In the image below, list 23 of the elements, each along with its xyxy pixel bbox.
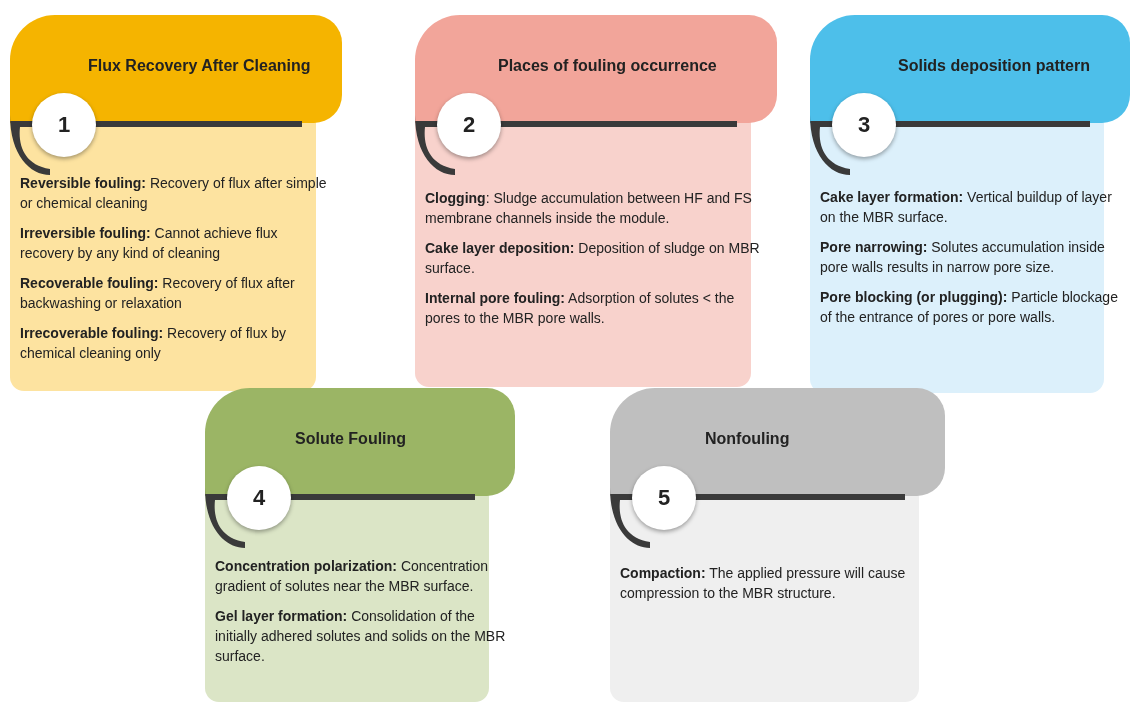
description-text: Compaction: The applied pressure will cause compression to the MBR structure. xyxy=(620,564,907,603)
description-text: Cake layer formation: Vertical buildup of layer on the MBR surface. xyxy=(820,188,1113,227)
card-title: Flux Recovery After Cleaning xyxy=(88,57,311,75)
info-card xyxy=(610,388,945,702)
info-card xyxy=(415,15,777,387)
description-text: Concentration polarization: Concentration gradient of solutes near the MBR surface. xyxy=(215,557,490,596)
description-text: Irreversible fouling: Cannot achieve flux recovery by any kind of cleaning xyxy=(20,224,279,263)
description-text: Reversible fouling: Recovery of flux after simple or chemical cleaning xyxy=(20,174,328,213)
description-text: Pore narrowing: Solutes accumulation inside pore walls results in narrow pore size. xyxy=(820,238,1106,277)
description-text: Recoverable fouling: Recovery of flux after backwashing or relaxation xyxy=(20,274,296,313)
description-text: Clogging: Sludge accumulation between HF and FS membrane channels inside the module. xyxy=(425,189,753,228)
info-card xyxy=(205,388,515,702)
description-text: Gel layer formation: Consolidation of the initially adhered solutes and solids on the MBR surface. xyxy=(215,607,507,666)
info-card xyxy=(810,15,1130,393)
card-title: Nonfouling xyxy=(705,430,790,448)
card-title: Solids deposition pattern xyxy=(898,57,1090,75)
description-text: Internal pore fouling: Adsorption of solutes < the pores to the MBR pore walls. xyxy=(425,289,736,328)
description-text: Cake layer deposition: Deposition of sludge on MBR surface. xyxy=(425,239,761,278)
description-text: Pore blocking (or plugging): Particle blockage of the entrance of pores or pore walls. xyxy=(820,288,1119,327)
info-card xyxy=(10,15,342,391)
description-text: Irrecoverable fouling: Recovery of flux by chemical cleaning only xyxy=(20,324,288,363)
card-title: Solute Fouling xyxy=(295,430,407,448)
card-title: Places of fouling occurrence xyxy=(498,57,717,75)
